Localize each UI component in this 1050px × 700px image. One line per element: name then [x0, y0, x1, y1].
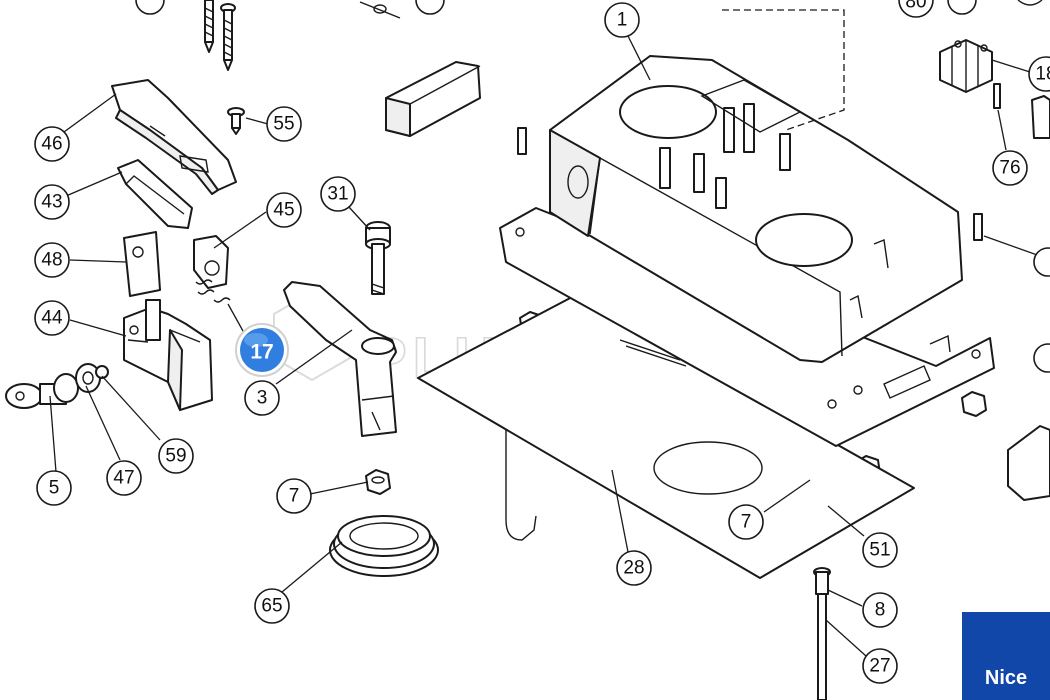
callout-80: 80	[898, 0, 934, 18]
callout-label: 47	[113, 468, 134, 489]
part-7-nut-left	[365, 469, 391, 495]
callout-label: 45	[273, 200, 294, 221]
part-43-bracket	[117, 159, 193, 229]
callout-8: 8	[862, 592, 898, 628]
part-44-lock-housing	[123, 299, 213, 411]
callout-48: 48	[34, 242, 70, 278]
part-3-release-handle	[283, 281, 397, 437]
callout-label: 7	[289, 486, 300, 507]
callout-label: 59	[165, 446, 186, 467]
stud-right	[973, 213, 983, 241]
callout-28: 28	[616, 550, 652, 586]
callout-7-left: 7	[276, 478, 312, 514]
part-59-pin	[95, 365, 109, 379]
callout-1: 1	[604, 2, 640, 38]
callout-label: 18	[1035, 64, 1050, 85]
callout-label: 43	[41, 192, 62, 213]
part-18-terminal-block	[939, 39, 993, 93]
part-28-base-plate	[417, 295, 915, 579]
part-65-grommet	[329, 515, 439, 577]
callout-3: 3	[244, 380, 280, 416]
part-55-screw	[227, 107, 245, 135]
part-1-main-housing	[499, 55, 995, 447]
screw-top-left	[204, 0, 214, 53]
callout-55: 55	[266, 106, 302, 142]
stud-left	[517, 127, 527, 155]
callout-edge-stubs	[135, 0, 1050, 373]
part-48-key-plate	[123, 231, 161, 297]
callout-47: 47	[106, 460, 142, 496]
brand-logo-text: Nice	[984, 667, 1028, 689]
callout-label: 76	[999, 158, 1020, 179]
brand-logo-box: Nice	[962, 612, 1050, 700]
callout-label: 31	[327, 184, 348, 205]
callout-18: 18	[1028, 56, 1050, 92]
callout-label: 44	[41, 308, 63, 329]
callout-65: 65	[254, 588, 290, 624]
callout-label: 5	[49, 478, 60, 499]
callout-43: 43	[34, 184, 70, 220]
callout-label: 3	[257, 388, 268, 409]
highlight-callout-17[interactable]: 17	[235, 323, 289, 377]
part-76-pin	[993, 83, 1001, 109]
callout-label: 8	[875, 600, 886, 621]
callout-label: 46	[41, 134, 62, 155]
part-5-key	[5, 373, 79, 409]
callout-27: 27	[862, 648, 898, 684]
screw-top-right	[220, 3, 236, 71]
callout-76: 76	[992, 150, 1028, 186]
part-31-bolt	[365, 221, 391, 295]
callout-label: 51	[869, 540, 890, 561]
callout-label: 48	[41, 250, 62, 271]
right-edge-fragments	[1007, 95, 1050, 501]
callout-31: 31	[320, 176, 356, 212]
callout-51: 51	[862, 532, 898, 568]
callout-45: 45	[266, 192, 302, 228]
callout-label: 28	[623, 558, 644, 579]
highlight-label: 17	[250, 341, 273, 364]
dashed-lines	[722, 9, 845, 131]
callout-46: 46	[34, 126, 70, 162]
callout-44: 44	[34, 300, 70, 336]
callout-5: 5	[36, 470, 72, 506]
part-27-rod	[813, 567, 831, 700]
callout-7-right: 7	[728, 504, 764, 540]
callout-label: 7	[741, 512, 752, 533]
callout-label: 1	[617, 10, 628, 31]
callout-label: 80	[905, 0, 926, 13]
part-45-latch	[193, 235, 231, 303]
leader-lines	[49, 31, 1041, 657]
cap-block	[385, 61, 481, 137]
part-46-lever-housing	[111, 79, 237, 195]
callout-label: 27	[869, 656, 890, 677]
nut-right-edge	[961, 391, 987, 417]
callout-59: 59	[158, 438, 194, 474]
callout-label: 65	[261, 596, 282, 617]
callout-label: 55	[273, 114, 294, 135]
